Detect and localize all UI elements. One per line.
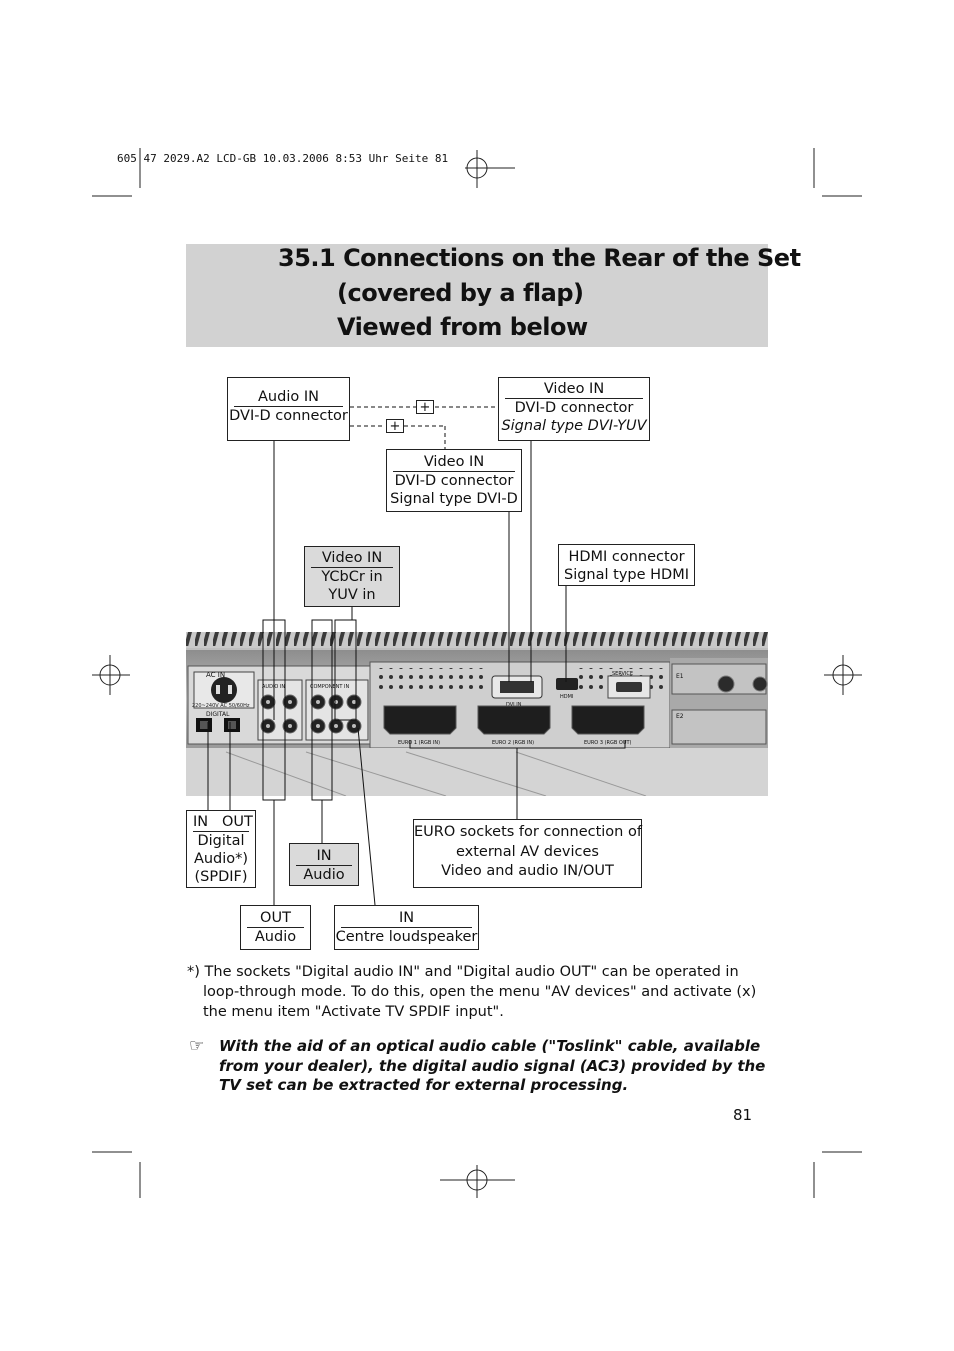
title-band: [186, 244, 768, 347]
label-video-in-dvi-d: Video IN DVI-D connector Signal type DVI…: [386, 449, 522, 512]
label-audio-out: OUT Audio: [240, 905, 311, 950]
svg-text:COMPONENT IN: COMPONENT IN: [310, 684, 349, 690]
page-title-line2: (covered by a flap): [337, 279, 584, 307]
label-audio-in: IN Audio: [289, 843, 359, 886]
footnote-text: *) The sockets "Digital audio IN" and "D…: [187, 964, 757, 1020]
label-euro-sockets: EURO sockets for connection of external …: [413, 819, 642, 888]
svg-text:220~240V AC 50/60Hz: 220~240V AC 50/60Hz: [192, 703, 250, 709]
footnote: *) The sockets "Digital audio IN" and "D…: [187, 962, 767, 1022]
rear-panel-illustration: AC IN 220~240V AC 50/60Hz DIGITAL AUDIO …: [186, 632, 768, 796]
plus-junction-bottom: +: [386, 419, 404, 433]
pointing-hand-icon: ☞: [189, 1036, 205, 1056]
svg-text:DIGITAL: DIGITAL: [206, 711, 230, 718]
page-title-line1: 35.1 Connections on the Rear of the Set: [278, 244, 801, 272]
print-slug: 605 47 2029.A2 LCD-GB 10.03.2006 8:53 Uh…: [117, 152, 449, 165]
svg-text:HDMI: HDMI: [560, 694, 573, 700]
svg-text:E1: E1: [676, 673, 684, 680]
label-video-in-ycbcr: Video IN YCbCr in YUV in: [304, 546, 400, 607]
svg-text:EURO 1 (RGB IN): EURO 1 (RGB IN): [398, 740, 440, 746]
svg-text:AC IN: AC IN: [206, 671, 225, 679]
svg-text:DVI IN: DVI IN: [506, 702, 522, 708]
label-hdmi: HDMI connector Signal type HDMI: [558, 544, 695, 586]
svg-text:E2: E2: [676, 713, 684, 720]
label-audio-in-dvi: Audio IN DVI-D connector: [227, 377, 350, 441]
svg-text:EURO 2 (RGB IN): EURO 2 (RGB IN): [492, 740, 534, 746]
tip-text: With the aid of an optical audio cable (…: [219, 1037, 766, 1094]
page-title-line3: Viewed from below: [337, 313, 588, 341]
page-number: 81: [733, 1106, 753, 1124]
label-video-in-dvi-yuv: Video IN DVI-D connector Signal type DVI…: [498, 377, 650, 441]
label-digital-audio: IN OUT Digital Audio*) (SPDIF): [186, 810, 256, 888]
svg-text:SERVICE: SERVICE: [612, 671, 633, 677]
label-centre-loudspeaker: IN Centre loudspeaker: [334, 905, 479, 950]
plus-junction-top: +: [416, 400, 434, 414]
svg-text:EURO 3 (RGB OUT): EURO 3 (RGB OUT): [584, 740, 632, 746]
